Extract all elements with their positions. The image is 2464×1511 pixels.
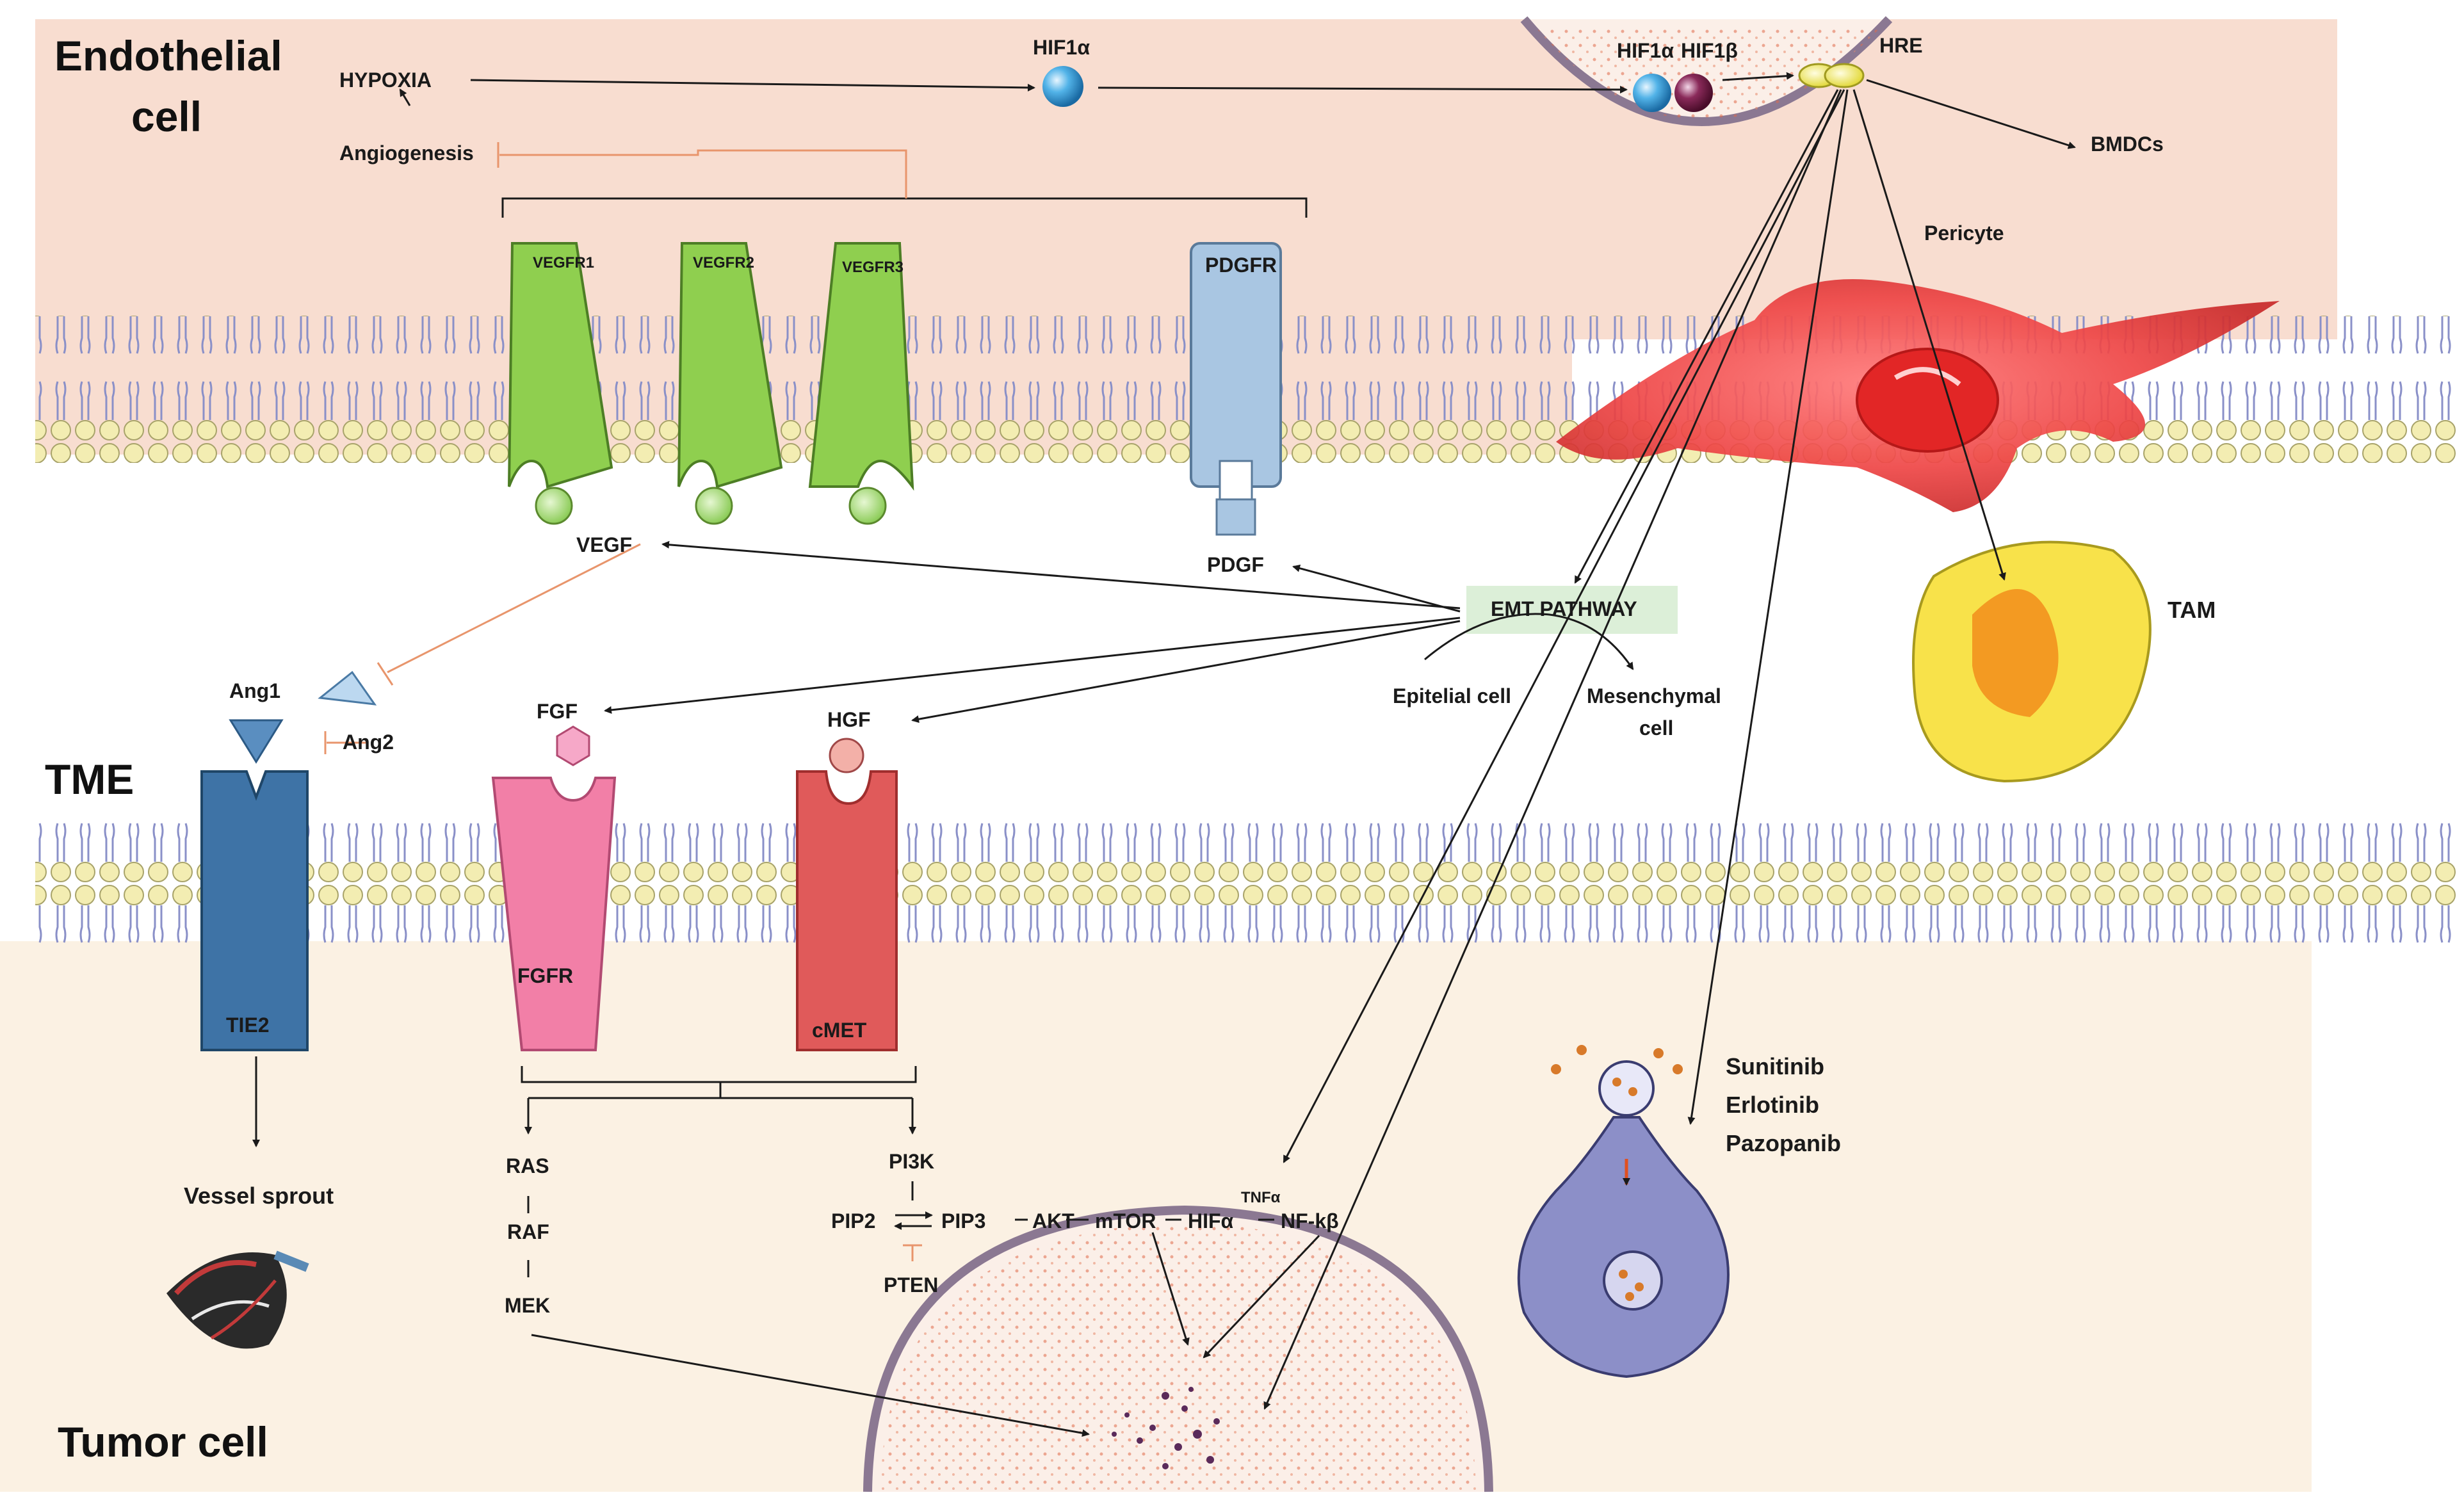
nfkb-label: NF-kβ <box>1281 1209 1339 1232</box>
tie2-receptor <box>200 670 377 1051</box>
pdgf-label: PDGF <box>1207 553 1264 576</box>
mesenchymal-label-line2: cell <box>1639 716 1673 739</box>
emt-pathway-label: EMT PATHWAY <box>1491 597 1637 620</box>
pi3k-label: PI3K <box>889 1150 934 1173</box>
hif1a-label: HIF1α <box>1033 36 1090 59</box>
epitelial-cell-label: Epitelial cell <box>1393 684 1511 707</box>
pdgfr-receptor <box>1190 242 1282 536</box>
angiogenesis-label: Angiogenesis <box>339 141 474 165</box>
mtor-label: mTOR <box>1095 1209 1156 1232</box>
hre-element <box>1798 63 1865 88</box>
vegfr1-label: VEGFR1 <box>533 254 594 271</box>
ang2-label: Ang2 <box>343 731 394 754</box>
cmet-receptor <box>796 738 898 1051</box>
vessel-sprout-label: Vessel sprout <box>184 1183 334 1209</box>
fgfr-receptor <box>491 725 617 1051</box>
vegfr3-label: VEGFR3 <box>842 259 904 276</box>
ang1-label: Ang1 <box>229 679 280 702</box>
drug-erlotinib: Erlotinib <box>1726 1092 1819 1118</box>
tam-cell <box>1912 540 2152 783</box>
tie2-label: TIE2 <box>226 1014 270 1037</box>
vegfr2-label: VEGFR2 <box>693 254 754 271</box>
fgfr-label: FGFR <box>517 964 573 987</box>
tme-title: TME <box>45 756 134 803</box>
endothelial-cell-title-line1: Endothelial <box>54 32 282 79</box>
endothelial-cell-title-line2: cell <box>131 93 202 140</box>
endocytic-vesicle <box>1517 1045 1730 1378</box>
vessel-sprout-icon <box>166 1250 309 1349</box>
vegfr3-receptor <box>808 242 914 525</box>
ras-label: RAS <box>506 1154 549 1177</box>
drug-sunitinib: Sunitinib <box>1726 1053 1824 1079</box>
pten-label: PTEN <box>884 1273 938 1297</box>
hre-label: HRE <box>1879 34 1923 57</box>
tnfa-label: TNFα <box>1241 1189 1281 1206</box>
bmdcs-label: BMDCs <box>2091 133 2164 156</box>
hif1b-nuclear-ball <box>1674 74 1713 112</box>
hgf-label: HGF <box>827 708 871 731</box>
hifa-label: HIFα <box>1188 1209 1234 1232</box>
hypoxia-label: HYPOXIA <box>339 69 432 92</box>
vegf-label: VEGF <box>576 533 632 556</box>
inhibition-lines <box>324 142 922 1261</box>
hif1a-nuclear-ball <box>1633 74 1671 112</box>
pip3-label: PIP3 <box>941 1209 985 1232</box>
hif1a-ball <box>1042 66 1083 107</box>
pericyte-label: Pericyte <box>1924 222 2004 245</box>
mek-label: MEK <box>505 1294 550 1317</box>
connectors <box>252 72 2076 1437</box>
cmet-label: cMET <box>812 1019 867 1042</box>
raf-label: RAF <box>507 1220 549 1243</box>
vegfr2-receptor <box>677 242 783 525</box>
tumor-cell-title: Tumor cell <box>58 1418 268 1466</box>
endothelial-region <box>35 19 2337 339</box>
chromatin <box>1112 1387 1220 1469</box>
vegfr1-receptor <box>508 242 613 525</box>
lower-membrane <box>35 810 2456 957</box>
pericyte-cell <box>1556 279 2280 512</box>
mesenchymal-label-line1: Mesenchymal <box>1587 684 1721 707</box>
pdgfr-label: PDGFR <box>1205 254 1277 277</box>
tam-label: TAM <box>2168 597 2216 623</box>
pip2-label: PIP2 <box>831 1209 875 1232</box>
fgf-label: FGF <box>537 700 578 723</box>
hif1b-nuclear-label: HIF1β <box>1681 39 1738 62</box>
drug-pazopanib: Pazopanib <box>1726 1130 1841 1156</box>
hif1a-nuclear-label: HIF1α <box>1617 39 1674 62</box>
akt-label: AKT <box>1032 1209 1074 1232</box>
